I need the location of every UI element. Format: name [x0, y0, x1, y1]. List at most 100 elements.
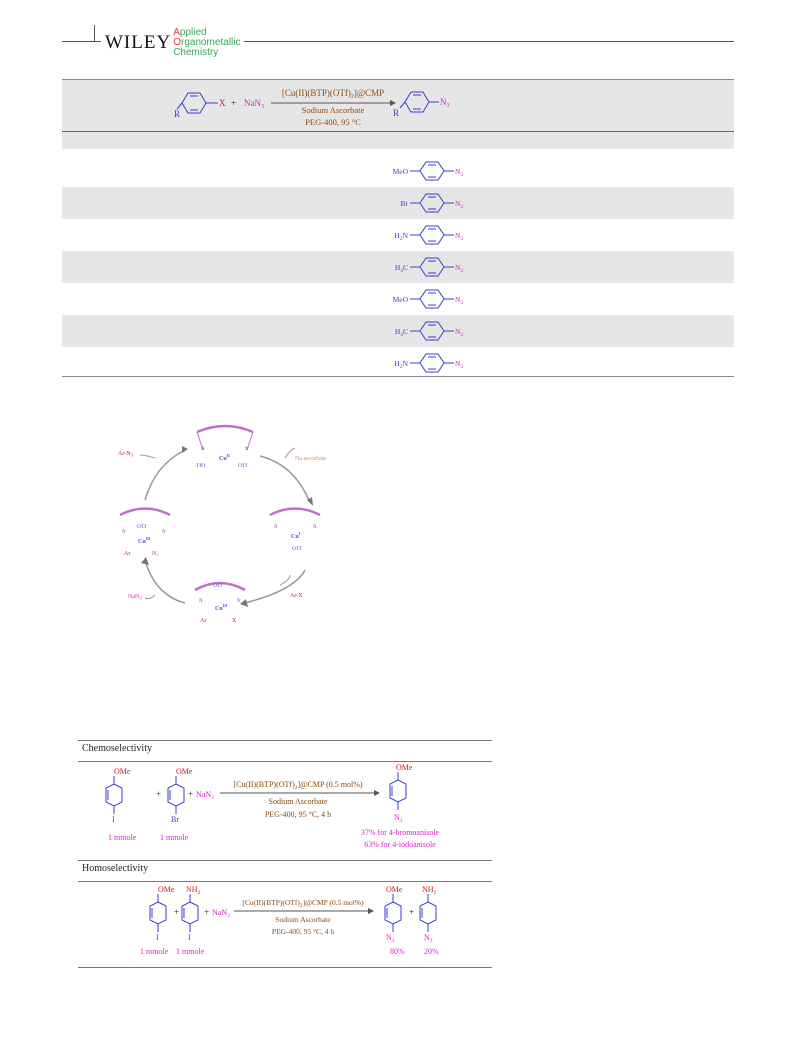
svg-text:OTf: OTf: [292, 545, 301, 552]
svg-text:+: +: [156, 789, 161, 799]
wiley-wordmark: WILEY: [105, 32, 172, 53]
svg-text:N: N: [122, 530, 126, 535]
catalytic-cycle-figure: Na ascorbate Ar-X NaN3 Ar-N3 N N CuII Tf…: [118, 424, 326, 624]
svg-text:Ar: Ar: [124, 551, 130, 557]
product-ring: [384, 894, 402, 932]
publisher-logo: WILEY Applied Organometallic Chemistry: [101, 28, 245, 58]
product-substituent: MeO: [393, 295, 409, 304]
svg-text:Sodium Ascorbate: Sodium Ascorbate: [269, 797, 328, 806]
svg-text:1 mmole: 1 mmole: [160, 833, 189, 842]
reagent-na-ascorbate: Na ascorbate: [295, 456, 326, 462]
svg-text:Sodium Ascorbate: Sodium Ascorbate: [275, 915, 331, 924]
table-1-header: R X + NaN3 [Cu(II)(BTP)(OTf)2]@CMP Sodiu…: [62, 79, 734, 131]
additive-label: Sodium Ascorbate: [302, 105, 365, 115]
product-aryl-ring: [399, 91, 439, 113]
svg-text:[Cu(II)(BTP)(OTf)2]@CMP (0.5 m: [Cu(II)(BTP)(OTf)2]@CMP (0.5 mol%): [242, 898, 364, 909]
svg-text:N3: N3: [394, 813, 403, 824]
svg-text:+: +: [204, 907, 209, 917]
table-1-subheader: [62, 131, 734, 149]
table-row: H2N N3: [62, 219, 734, 251]
svg-text:I: I: [156, 933, 159, 942]
svg-text:80%: 80%: [390, 947, 405, 956]
svg-text:N: N: [245, 447, 249, 452]
table-row: H3C N3: [62, 315, 734, 347]
product-ring: [419, 894, 437, 932]
arrow-head: [374, 790, 380, 796]
svg-text:OMe: OMe: [158, 885, 175, 894]
substrate-ring: [105, 776, 123, 814]
svg-text:NaN3: NaN3: [196, 790, 214, 801]
product-azide: N3: [455, 327, 463, 338]
product-substituent: MeO: [393, 167, 409, 176]
svg-text:+: +: [409, 907, 414, 917]
table-1-reaction-scheme: R X + NaN3 [Cu(II)(BTP)(OTf)2]@CMP Sodiu…: [174, 88, 450, 127]
arrow-head: [368, 908, 374, 914]
catalyst-label: [Cu(II)(BTP)(OTf)2]@CMP: [282, 88, 384, 100]
svg-text:N3: N3: [152, 551, 158, 558]
product-structure: MeO N3: [393, 289, 463, 309]
arrow-head: [307, 497, 313, 506]
homoselectivity-label: Homoselectivity: [82, 863, 149, 874]
product-substituent: H3C: [395, 327, 408, 338]
svg-text:[Cu(II)(BTP)(OTf)2]@CMP (0.5 m: [Cu(II)(BTP)(OTf)2]@CMP (0.5 mol%): [233, 780, 362, 791]
cycle-arrows: [144, 449, 311, 604]
product-substituent: Br: [401, 199, 409, 208]
svg-text:X: X: [232, 618, 237, 624]
product-azide: N3: [455, 167, 463, 178]
metal-center: CuIII: [138, 536, 151, 545]
product-azide: N3: [455, 295, 463, 306]
svg-text:PEG-400, 95 °C, 4 h: PEG-400, 95 °C, 4 h: [265, 810, 331, 819]
product-azide: N3: [440, 97, 450, 109]
substrate-ring: [167, 776, 185, 814]
svg-text:OTf: OTf: [137, 523, 146, 530]
svg-text:NH2: NH2: [186, 885, 201, 896]
arrow-head: [141, 557, 149, 565]
svg-text:OMe: OMe: [176, 767, 193, 776]
reactant-halide: X: [219, 98, 226, 108]
complex-cu-iii-n3: OTf N N CuIII Ar N3: [119, 507, 171, 558]
table-1-bottom-rule: [62, 376, 734, 377]
table-2-rule: [78, 881, 492, 882]
table-2-bottom-rule: [78, 967, 492, 968]
svg-text:N: N: [274, 525, 278, 530]
svg-text:+: +: [188, 789, 193, 799]
svg-text:OMe: OMe: [114, 767, 131, 776]
svg-text:OMe: OMe: [396, 763, 413, 772]
product-substituent: H2N: [394, 359, 408, 370]
svg-text:OTf: OTf: [238, 462, 247, 469]
complex-cu-iii-x: OTf N N CuIII Ar X: [194, 581, 246, 624]
svg-text:I: I: [188, 933, 191, 942]
svg-text:OTf: OTf: [213, 582, 222, 589]
substrate-ring: [149, 894, 167, 932]
conditions-label: PEG-400, 95 °C: [305, 117, 361, 127]
table-2-rule: [78, 860, 492, 861]
svg-text:I: I: [112, 815, 115, 824]
svg-text:N3: N3: [386, 933, 395, 944]
metal-center: CuI: [291, 531, 301, 540]
arrow-head: [240, 599, 248, 607]
product-structure: H2N N3: [394, 225, 463, 245]
svg-text:N: N: [162, 530, 166, 535]
complex-cu-i: N N CuI OTf: [269, 507, 321, 552]
product-azide: N3: [455, 231, 463, 242]
reagent-nan3: NaN3: [244, 98, 264, 110]
reagent-ar-x: Ar-X: [290, 593, 303, 599]
arrow-head: [390, 100, 396, 106]
product-azide: N3: [455, 199, 463, 210]
header-rule: [62, 41, 734, 42]
metal-center: CuII: [219, 453, 230, 462]
svg-text:1 mmole: 1 mmole: [176, 947, 205, 956]
table-row: MeO N3: [62, 283, 734, 315]
svg-text:63% for 4-iodoanisole: 63% for 4-iodoanisole: [364, 840, 436, 849]
svg-text:TfO: TfO: [196, 462, 205, 469]
svg-text:N: N: [201, 447, 205, 452]
svg-text:N: N: [237, 599, 241, 604]
product-structure: MeO N3: [393, 161, 463, 181]
reactant-substituent: R: [174, 109, 180, 119]
table-2-top-rule: [78, 740, 492, 741]
product-ar-n3: Ar-N3: [118, 451, 134, 458]
product-substituent: H2N: [394, 231, 408, 242]
complex-cu-ii: N N CuII TfO OTf: [196, 424, 254, 469]
